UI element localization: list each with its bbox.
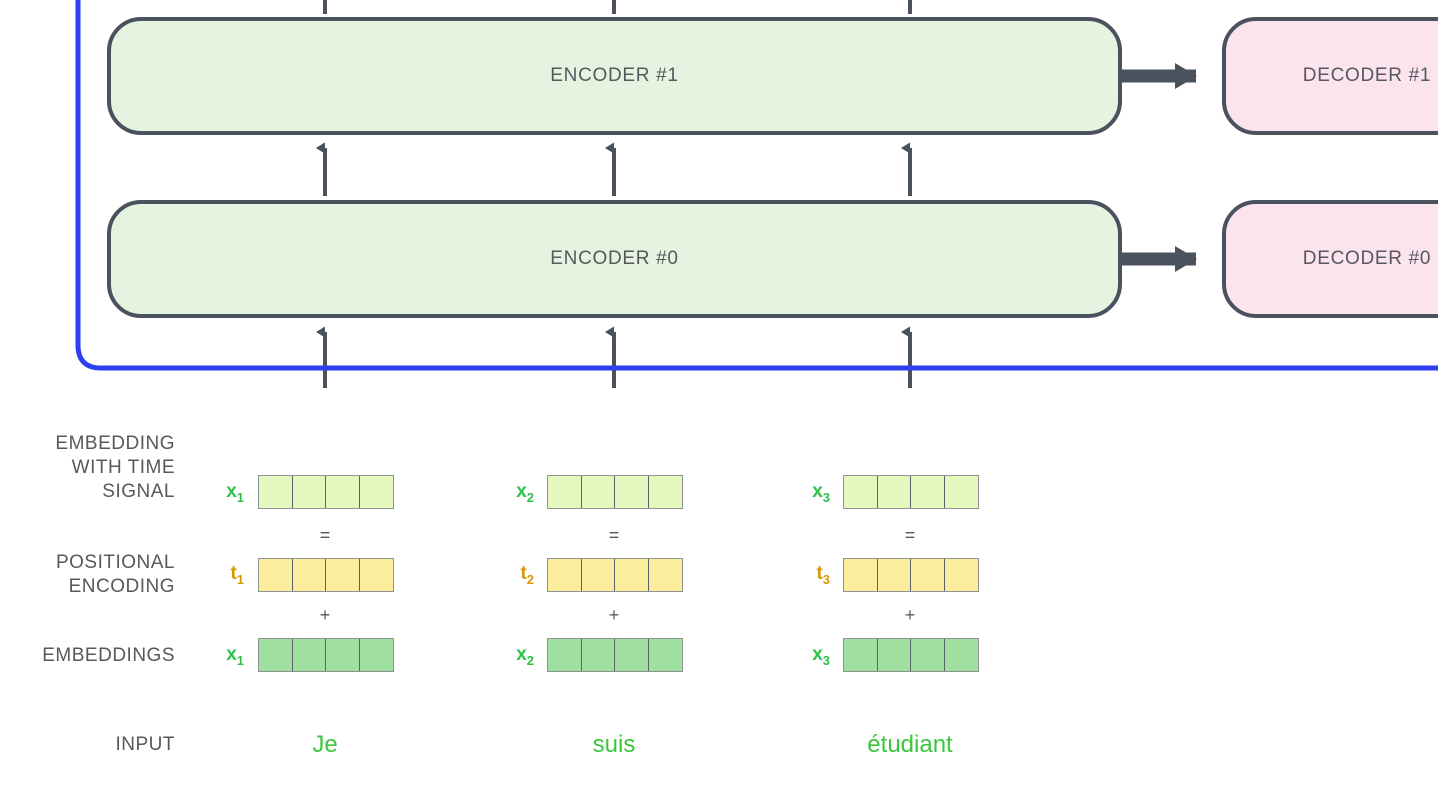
vector-cell <box>326 476 360 508</box>
vector-label-x1-embedding: x1 <box>226 644 244 668</box>
operator-equals-3: = <box>904 525 916 545</box>
vector-cell <box>359 476 393 508</box>
vector-cell <box>877 559 911 591</box>
vector-cell <box>259 476 293 508</box>
vector-cell <box>359 559 393 591</box>
vector-cell <box>292 476 326 508</box>
encoder-block-0[interactable]: ENCODER #0 <box>107 200 1122 318</box>
vector-label-x2-embedding: x2 <box>516 644 534 668</box>
vector-positional-encoding-1[interactable] <box>258 558 394 592</box>
vector-cell <box>326 639 360 671</box>
vector-cell <box>292 559 326 591</box>
decoder-0-label: DECODER #0 <box>1302 248 1432 269</box>
vector-embedding-with-time-3[interactable] <box>843 475 979 509</box>
operator-plus-2: + <box>608 605 620 625</box>
encoder-1-label: ENCODER #1 <box>550 65 679 86</box>
vector-positional-encoding-3[interactable] <box>843 558 979 592</box>
vector-embedding-with-time-2[interactable] <box>547 475 683 509</box>
vector-cell <box>877 639 911 671</box>
vector-cell <box>615 559 649 591</box>
input-token-1[interactable]: Je <box>312 731 338 758</box>
vector-label-x1-time: x1 <box>226 481 244 505</box>
vector-embeddings-1[interactable] <box>258 638 394 672</box>
vector-cell <box>259 639 293 671</box>
vector-label-t1: t1 <box>230 563 244 587</box>
vector-label-x3-embedding: x3 <box>812 644 830 668</box>
vector-cell <box>548 559 582 591</box>
vector-label-t3: t3 <box>816 563 830 587</box>
decoder-block-1[interactable]: DECODER #1 <box>1222 17 1438 135</box>
vector-cell <box>548 639 582 671</box>
vector-label-t2: t2 <box>520 563 534 587</box>
vector-cell <box>844 639 878 671</box>
operator-equals-1: = <box>319 525 331 545</box>
vector-cell <box>615 639 649 671</box>
vector-cell <box>548 476 582 508</box>
vector-label-x2-time: x2 <box>516 481 534 505</box>
vector-cell <box>844 476 878 508</box>
operator-plus-1: + <box>319 605 331 625</box>
vector-embeddings-3[interactable] <box>843 638 979 672</box>
operator-equals-2: = <box>608 525 620 545</box>
vector-embedding-with-time-1[interactable] <box>258 475 394 509</box>
vector-cell <box>944 639 978 671</box>
decoder-block-0[interactable]: DECODER #0 <box>1222 200 1438 318</box>
vector-cell <box>359 639 393 671</box>
vector-cell <box>648 559 682 591</box>
vector-positional-encoding-2[interactable] <box>547 558 683 592</box>
vector-cell <box>911 476 945 508</box>
vector-cell <box>292 639 326 671</box>
vector-cell <box>648 639 682 671</box>
vector-cell <box>259 559 293 591</box>
vector-cell <box>581 639 615 671</box>
encoder-block-1[interactable]: ENCODER #1 <box>107 17 1122 135</box>
vector-cell <box>581 559 615 591</box>
vector-cell <box>581 476 615 508</box>
encoder-0-label: ENCODER #0 <box>550 248 679 269</box>
input-token-3[interactable]: étudiant <box>867 731 953 758</box>
row-label-embeddings: EMBEDDINGS <box>42 645 175 666</box>
row-label-input: INPUT <box>115 734 175 755</box>
vector-embeddings-2[interactable] <box>547 638 683 672</box>
row-label-positional-encoding: POSITIONAL ENCODING <box>55 552 175 597</box>
vector-cell <box>944 476 978 508</box>
row-label-embedding-with-time-signal: EMBEDDING WITH TIME SIGNAL <box>55 433 175 502</box>
vector-cell <box>648 476 682 508</box>
vector-cell <box>844 559 878 591</box>
vector-cell <box>911 639 945 671</box>
vector-label-x3-time: x3 <box>812 481 830 505</box>
operator-plus-3: + <box>904 605 916 625</box>
vector-cell <box>326 559 360 591</box>
vector-cell <box>911 559 945 591</box>
vector-cell <box>944 559 978 591</box>
vector-cell <box>877 476 911 508</box>
decoder-1-label: DECODER #1 <box>1302 65 1432 86</box>
input-token-2[interactable]: suis <box>592 731 636 758</box>
vector-cell <box>615 476 649 508</box>
